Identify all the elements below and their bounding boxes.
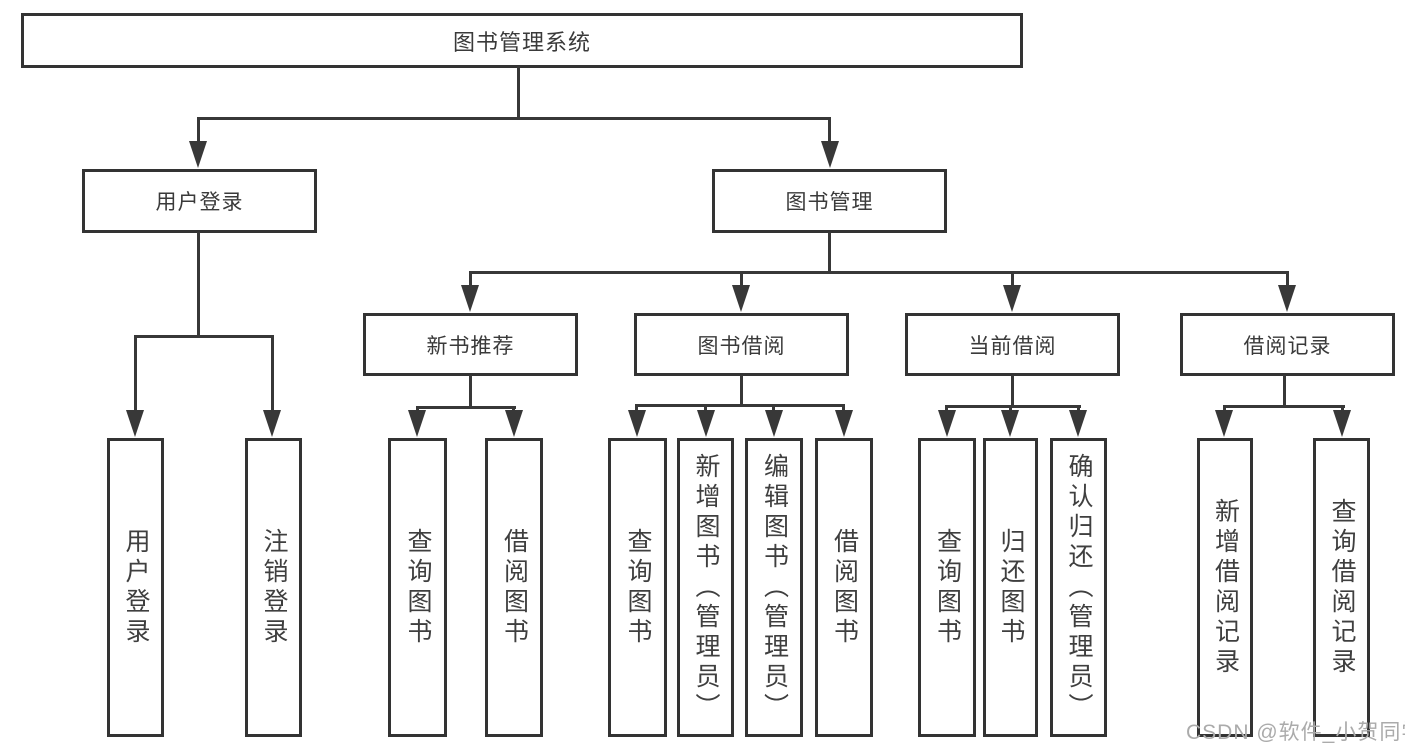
connector-drop-borrow-records: [1286, 271, 1289, 287]
arrowhead-borrow-records: [1278, 285, 1296, 312]
leaf-borrow-book-label: 借阅图书: [500, 527, 529, 648]
arrowhead-user-login: [189, 141, 207, 168]
leaf-return-book-label: 归还图书: [997, 527, 1025, 648]
node-root-label: 图书管理系统: [452, 29, 591, 55]
node-new-book-recommend: 新书推荐: [363, 313, 578, 376]
connector-drop-return-book: [1009, 405, 1012, 412]
leaf-logout-label: 注销登录: [260, 527, 288, 648]
connector-drop-query-book-3: [945, 405, 948, 412]
leaf-logout: 注销登录: [245, 438, 302, 737]
connector-user-login-branch: [134, 335, 274, 338]
arrowhead-query-book-2: [628, 410, 646, 437]
arrowhead-edit-book: [765, 410, 783, 437]
connector-drop-leaf-user-login: [134, 335, 137, 412]
arrowhead-query-book-1: [408, 410, 426, 437]
connector-drop-add-record: [1223, 405, 1226, 412]
connector-root-stem: [517, 66, 520, 120]
leaf-query-book-label: 查询图书: [624, 527, 652, 648]
connector-current-borrow-branch: [946, 405, 1081, 408]
node-book-management: 图书管理: [712, 169, 947, 233]
arrowhead-borrow-book-2: [835, 410, 853, 437]
connector-current-borrow-stem: [1011, 375, 1014, 408]
leaf-query-book-under-recommend: 查询图书: [388, 438, 447, 737]
arrowhead-current-borrow: [1003, 285, 1021, 312]
node-borrow-records: 借阅记录: [1180, 313, 1395, 376]
leaf-add-borrow-record: 新增借阅记录: [1197, 438, 1253, 737]
connector-drop-new-book-recommend: [469, 271, 472, 287]
connector-recommend-branch: [416, 406, 516, 409]
arrowhead-book-borrow: [732, 285, 750, 312]
node-current-borrow-label: 当前借阅: [968, 334, 1057, 358]
leaf-confirm-return-admin: 确认归还（管理员）: [1050, 438, 1107, 737]
node-book-borrow: 图书借阅: [634, 313, 849, 376]
connector-user-login-stem: [197, 232, 200, 338]
leaf-query-borrow-record: 查询借阅记录: [1313, 438, 1370, 737]
leaf-user-login-label: 用户登录: [122, 527, 150, 648]
leaf-add-book-admin: 新增图书（管理员）: [677, 438, 734, 737]
node-borrow-records-label: 借阅记录: [1243, 334, 1332, 358]
leaf-edit-book-admin: 编辑图书（管理员）: [745, 438, 803, 737]
arrowhead-new-book-recommend: [461, 285, 479, 312]
arrowhead-add-book: [697, 410, 715, 437]
connector-book-borrow-branch: [636, 404, 845, 407]
leaf-borrow-book-label: 借阅图书: [830, 527, 859, 648]
connector-drop-edit-book: [772, 404, 775, 412]
connector-drop-leaf-logout: [271, 335, 274, 412]
connector-book-mgmt-branch: [469, 271, 1289, 274]
arrowhead-borrow-book-1: [505, 410, 523, 437]
connector-drop-book-borrow: [740, 271, 743, 287]
connector-drop-confirm-return: [1077, 405, 1080, 412]
leaf-query-book-label: 查询图书: [404, 527, 432, 648]
connector-drop-query-book-1: [416, 406, 419, 412]
arrowhead-return-book: [1001, 410, 1019, 437]
connector-root-branch: [197, 117, 831, 120]
connector-drop-book-mgmt: [828, 117, 831, 143]
leaf-borrow-book-under-borrow: 借阅图书: [815, 438, 873, 737]
connector-drop-query-record: [1341, 405, 1344, 412]
arrowhead-leaf-user-login: [126, 410, 144, 437]
leaf-user-login: 用户登录: [107, 438, 164, 737]
node-user-login: 用户登录: [82, 169, 317, 233]
arrowhead-confirm-return: [1069, 410, 1087, 437]
connector-drop-query-book-2: [635, 404, 638, 412]
node-user-login-label: 用户登录: [155, 191, 244, 214]
leaf-add-borrow-record-label: 新增借阅记录: [1211, 497, 1240, 678]
connector-borrow-records-branch: [1223, 405, 1345, 408]
connector-drop-current-borrow: [1011, 271, 1014, 287]
leaf-query-borrow-record-label: 查询借阅记录: [1328, 497, 1356, 678]
node-current-borrow: 当前借阅: [905, 313, 1120, 376]
leaf-add-book-admin-label: 新增图书（管理员）: [692, 452, 720, 723]
leaf-query-book-label: 查询图书: [933, 527, 962, 648]
connector-book-borrow-stem: [740, 375, 743, 407]
node-book-management-label: 图书管理: [785, 191, 874, 214]
leaf-confirm-return-admin-label: 确认归还（管理员）: [1065, 452, 1093, 723]
connector-drop-borrow-book-2: [842, 404, 845, 412]
arrowhead-leaf-logout: [263, 410, 281, 437]
connector-borrow-records-stem: [1283, 375, 1286, 408]
arrowhead-book-mgmt: [821, 141, 839, 168]
arrowhead-query-book-3: [938, 410, 956, 437]
leaf-return-book: 归还图书: [983, 438, 1038, 737]
connector-drop-add-book: [704, 404, 707, 412]
connector-drop-borrow-book-1: [512, 406, 515, 412]
node-book-borrow-label: 图书借阅: [697, 334, 786, 358]
node-root: 图书管理系统: [21, 13, 1023, 68]
node-new-book-recommend-label: 新书推荐: [426, 334, 515, 358]
leaf-query-book-under-borrow: 查询图书: [608, 438, 667, 737]
leaf-query-book-under-current: 查询图书: [918, 438, 976, 737]
connector-book-mgmt-stem: [828, 232, 831, 274]
csdn-watermark: CSDN @软件_小贺同学: [1186, 721, 1405, 744]
leaf-borrow-book-under-recommend: 借阅图书: [485, 438, 543, 737]
arrowhead-query-record: [1333, 410, 1351, 437]
arrowhead-add-record: [1215, 410, 1233, 437]
connector-recommend-stem: [469, 375, 472, 409]
connector-drop-user-login: [197, 117, 200, 143]
leaf-edit-book-admin-label: 编辑图书（管理员）: [760, 452, 789, 723]
